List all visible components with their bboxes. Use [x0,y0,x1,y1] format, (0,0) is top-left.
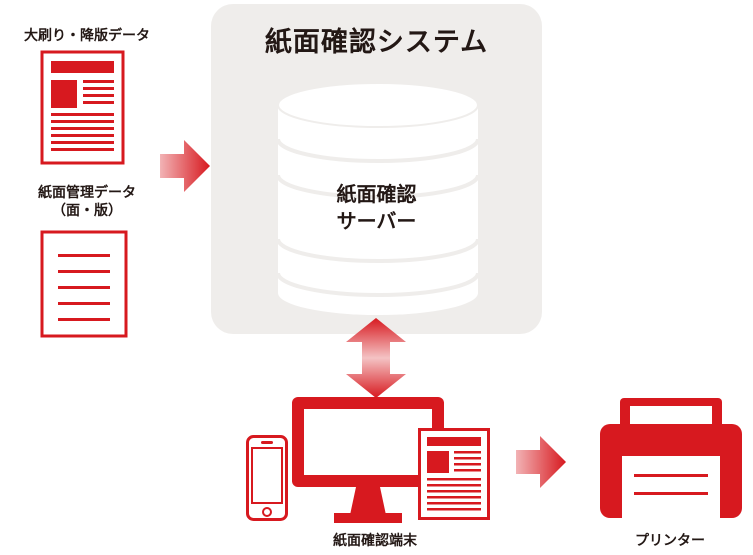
server-label-line2: サーバー [336,209,417,233]
monitor-icon [292,397,444,523]
printer-label: プリンター [635,533,705,549]
management-data-label-line1: 紙面管理データ [38,185,136,201]
document-list-icon [40,230,128,338]
print-data-label: 大刷り・降版データ [24,28,150,44]
arrow-updown-icon [346,318,406,398]
smartphone-icon [246,435,288,521]
server-label-line1: 紙面確認 [336,182,417,206]
printer-icon [600,398,742,524]
system-title: 紙面確認システム [264,27,489,58]
terminal-label: 紙面確認端末 [333,533,417,549]
system-panel: 紙面確認システム 紙面確認 サーバー [211,4,542,334]
arrow-right-icon [160,140,210,192]
newspaper-small-icon [418,428,490,520]
management-data-label-line2: （面・版） [52,203,122,219]
database-icon [276,82,480,315]
arrow-right-icon [516,436,566,488]
newspaper-icon [40,50,125,165]
management-data-label: 紙面管理データ （面・版） [2,184,172,220]
